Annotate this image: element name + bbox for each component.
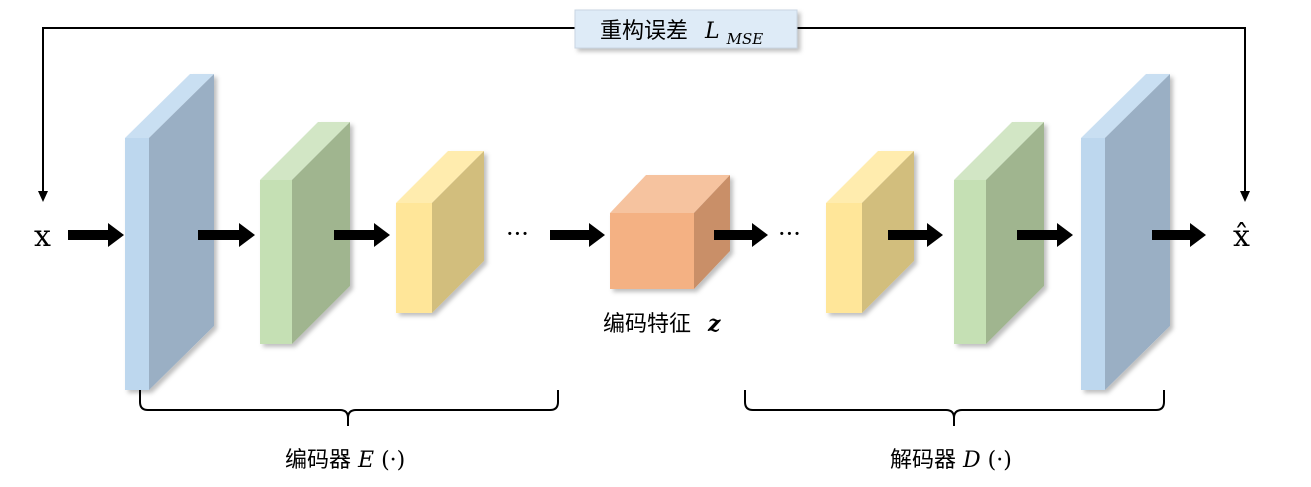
- encoder-layer-2-block-top-face: [260, 122, 350, 180]
- encoder-layer-1-block-front-face: [125, 138, 149, 390]
- encoder-layer-3-block-side-face: [432, 151, 484, 313]
- encoder-layer-2-block-front-face: [260, 180, 292, 344]
- encoder-arg: (·): [381, 448, 405, 473]
- latent-feature-block-top-face: [610, 175, 730, 213]
- flow-arrow-8: [1152, 223, 1206, 247]
- decoder-layer-3-block: [1081, 74, 1170, 390]
- encoder-layer-3-block: [396, 151, 484, 313]
- decoder-layer-2-block-top-face: [954, 122, 1044, 180]
- encoder-brace: [139, 390, 559, 426]
- flow-arrow-3: [334, 223, 390, 247]
- decoder-layer-3-block-front-face: [1081, 138, 1105, 390]
- latent-feature-block-front-face: [610, 213, 694, 289]
- encoder-layer-1-block: [125, 74, 214, 390]
- decoder-label: 解码器 D (·): [890, 448, 1012, 473]
- loss-label-var: L: [704, 19, 720, 44]
- encoder-ellipsis: ···: [506, 220, 529, 248]
- loss-label-text: 重构误差 L MSE: [600, 19, 763, 48]
- flow-arrow-2: [198, 223, 255, 247]
- encoder-layer-1-block-top-face: [125, 74, 214, 138]
- loss-label-sub: MSE: [726, 30, 764, 48]
- encoder-layer-2-block: [260, 122, 350, 344]
- flow-arrow-7: [1017, 223, 1073, 247]
- latent-feature-block-side-face: [694, 175, 730, 289]
- loss-label-box: 重构误差 L MSE: [574, 9, 798, 49]
- decoder-ellipsis: ···: [778, 220, 801, 248]
- feature-label: 编码特征 z: [603, 311, 721, 337]
- layer-blocks: [125, 74, 1170, 390]
- latent-feature-block: [610, 175, 730, 289]
- decoder-layer-3-block-top-face: [1081, 74, 1170, 138]
- decoder-layer-2-block: [954, 122, 1044, 344]
- encoder-layer-1-block-side-face: [149, 74, 214, 390]
- flow-arrow-5: [714, 223, 768, 247]
- output-down-arrowhead: [1240, 191, 1250, 202]
- decoder-layer-2-block-front-face: [954, 180, 986, 344]
- output-label: x̂: [1233, 219, 1250, 254]
- encoder-layer-3-block-top-face: [396, 151, 484, 203]
- input-label: x: [34, 219, 51, 254]
- flow-arrow-6: [888, 223, 943, 247]
- decoder-layer-3-block-side-face: [1105, 74, 1170, 390]
- decoder-brace: [744, 390, 1165, 426]
- encoder-layer-3-block-front-face: [396, 203, 432, 313]
- flow-arrow-4: [550, 223, 605, 247]
- loss-feedback-line: [38, 27, 1250, 202]
- decoder-func: D: [962, 448, 981, 473]
- encoder-label: 编码器 E (·): [285, 448, 405, 473]
- flow-arrow-1: [68, 223, 124, 247]
- decoder-layer-1-block-top-face: [826, 151, 914, 203]
- decoder-arg: (·): [988, 448, 1012, 473]
- encoder-layer-2-block-side-face: [292, 122, 350, 344]
- encoder-func: E: [357, 448, 374, 473]
- decoder-layer-1-block-front-face: [826, 203, 862, 313]
- flow-arrows: [68, 223, 1206, 247]
- feature-label-var: z: [707, 311, 721, 337]
- input-down-arrowhead: [38, 191, 48, 202]
- decoder-layer-2-block-side-face: [986, 122, 1044, 344]
